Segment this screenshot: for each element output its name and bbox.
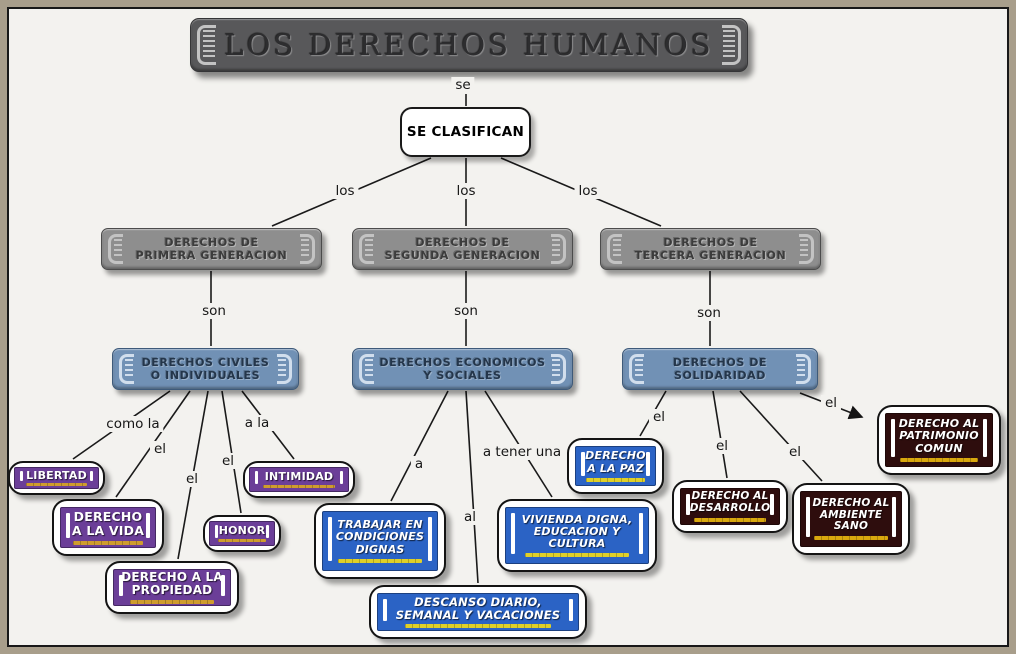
edge-label-el-vida[interactable]: el bbox=[149, 441, 171, 457]
bracket-right-icon bbox=[551, 354, 566, 384]
edge-civiles-honor bbox=[221, 390, 242, 514]
edge-label-como-la[interactable]: como la bbox=[102, 416, 164, 432]
edge-label-se[interactable]: se bbox=[451, 77, 475, 93]
edge-label-el-honor[interactable]: el bbox=[217, 453, 239, 469]
bracket-left-icon bbox=[607, 234, 622, 264]
bracket-left-icon bbox=[359, 234, 374, 264]
edge-label-a-tener-una[interactable]: a tener una bbox=[478, 444, 566, 460]
edge-label-el-patrimonio[interactable]: el bbox=[820, 395, 842, 411]
edge-label-el-ambiente[interactable]: el bbox=[784, 444, 806, 460]
edge-label-el-desarrollo[interactable]: el bbox=[711, 438, 733, 454]
edge-label-al[interactable]: al bbox=[459, 509, 481, 525]
bracket-left-icon bbox=[359, 354, 374, 384]
bracket-left-icon bbox=[119, 354, 134, 384]
edge-label-los-3[interactable]: los bbox=[574, 183, 602, 199]
node-se-clasifican[interactable]: SE CLASIFICAN bbox=[400, 107, 531, 157]
underline-decoration bbox=[814, 535, 888, 540]
underline-decoration bbox=[694, 517, 766, 522]
node-label: DESCANSO DIARIO,SEMANAL Y VACACIONES bbox=[395, 594, 561, 622]
bracket-left-icon bbox=[197, 25, 216, 65]
underline-decoration bbox=[405, 624, 551, 629]
underline-decoration bbox=[525, 553, 629, 558]
node-libertad[interactable]: LIBERTAD bbox=[8, 461, 105, 495]
node-label: LIBERTAD bbox=[26, 468, 87, 482]
edge-label-son-2[interactable]: son bbox=[450, 303, 482, 319]
underline-decoration bbox=[218, 538, 266, 542]
edge-solidaridad-desarrollo bbox=[712, 390, 728, 479]
node-label: HONOR bbox=[218, 524, 266, 538]
node-label: INTIMIDAD bbox=[264, 470, 334, 484]
bracket-right-icon bbox=[722, 25, 741, 65]
map-title-banner[interactable]: LOS DERECHOS HUMANOS bbox=[190, 18, 748, 72]
bracket-right-icon bbox=[551, 234, 566, 264]
edge-label-los-1[interactable]: los bbox=[331, 183, 359, 199]
map-title: LOS DERECHOS HUMANOS bbox=[224, 28, 714, 62]
edge-solidaridad-ambiente bbox=[739, 390, 823, 482]
bracket-right-icon bbox=[799, 234, 814, 264]
edge-economicos-trabajar bbox=[390, 390, 449, 502]
edge-label-son-1[interactable]: son bbox=[198, 303, 230, 319]
edge-label-el-paz[interactable]: el bbox=[648, 409, 670, 425]
edge-label-a-la[interactable]: a la bbox=[240, 415, 274, 431]
bracket-right-icon bbox=[277, 354, 292, 384]
bracket-left-icon bbox=[108, 234, 123, 264]
bracket-right-icon bbox=[300, 234, 315, 264]
underline-decoration bbox=[129, 600, 215, 605]
bracket-right-icon bbox=[796, 354, 811, 384]
edge-label-el-propiedad[interactable]: el bbox=[181, 471, 203, 487]
node-descanso-diario-semanal-y-vacaciones[interactable]: DESCANSO DIARIO,SEMANAL Y VACACIONES bbox=[369, 585, 587, 639]
underline-decoration bbox=[25, 483, 88, 487]
bracket-left-icon bbox=[629, 354, 644, 384]
node-honor[interactable]: HONOR bbox=[203, 515, 281, 552]
underline-decoration bbox=[586, 477, 645, 482]
underline-decoration bbox=[338, 558, 422, 563]
node-label: SE CLASIFICAN bbox=[406, 124, 525, 140]
edge-label-los-2[interactable]: los bbox=[452, 183, 480, 199]
underline-decoration bbox=[73, 540, 143, 545]
edge-economicos-descanso bbox=[465, 390, 479, 584]
underline-decoration bbox=[900, 457, 978, 462]
node-intimidad[interactable]: INTIMIDAD bbox=[243, 461, 355, 498]
underline-decoration bbox=[263, 484, 335, 488]
edge-label-a[interactable]: a bbox=[410, 456, 428, 472]
edge-label-son-3[interactable]: son bbox=[693, 305, 725, 321]
